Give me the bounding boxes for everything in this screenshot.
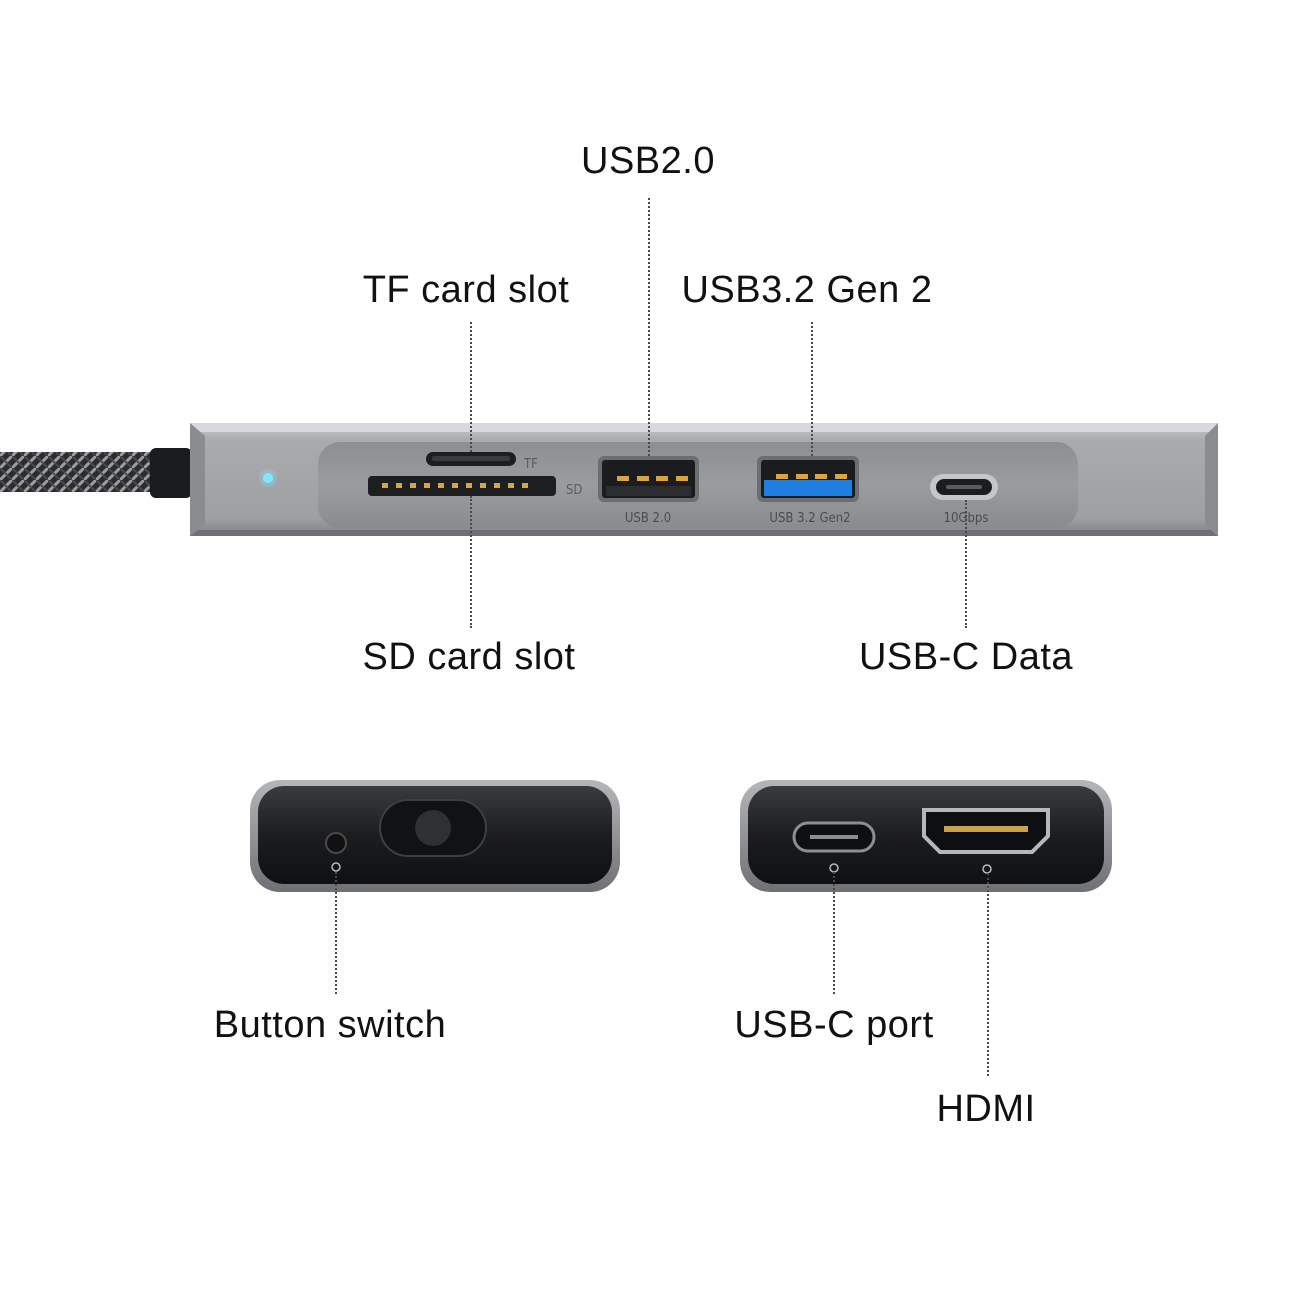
braided-cable — [0, 448, 192, 498]
status-led — [263, 473, 273, 483]
engraving-sd: SD — [566, 483, 582, 498]
leader-usbc-port — [833, 872, 835, 994]
end-cap-ports — [740, 780, 1112, 892]
label-usb32-gen2: USB3.2 Gen 2 — [681, 269, 933, 311]
leader-usb32 — [811, 322, 813, 456]
leader-sd — [470, 496, 472, 628]
leader-usb2 — [648, 198, 650, 456]
usb32-port — [757, 456, 859, 502]
engraving-usb2: USB 2.0 — [625, 511, 671, 526]
usbc-data-port — [930, 474, 998, 500]
button-switch — [325, 832, 347, 854]
label-tf-card-slot: TF card slot — [362, 269, 570, 311]
usb2-port — [598, 456, 699, 502]
engraving-tf: TF — [523, 457, 538, 472]
leader-usbc-data — [965, 500, 967, 628]
label-hdmi: HDMI — [936, 1088, 1036, 1130]
label-usbc-data: USB-C Data — [858, 636, 1074, 678]
end-cap-button — [250, 780, 620, 892]
engraving-usb32: USB 3.2 Gen2 — [769, 511, 850, 526]
label-usb2: USB2.0 — [581, 140, 715, 182]
leader-tf — [470, 322, 472, 452]
label-sd-card-slot: SD card slot — [362, 636, 576, 678]
tf-slot — [426, 452, 516, 466]
leader-button — [335, 872, 337, 994]
label-usbc-port: USB-C port — [734, 1004, 934, 1046]
leader-hdmi — [987, 873, 989, 1076]
label-button-switch: Button switch — [213, 1004, 447, 1046]
sd-slot — [368, 476, 556, 496]
hub-body — [190, 423, 1218, 536]
